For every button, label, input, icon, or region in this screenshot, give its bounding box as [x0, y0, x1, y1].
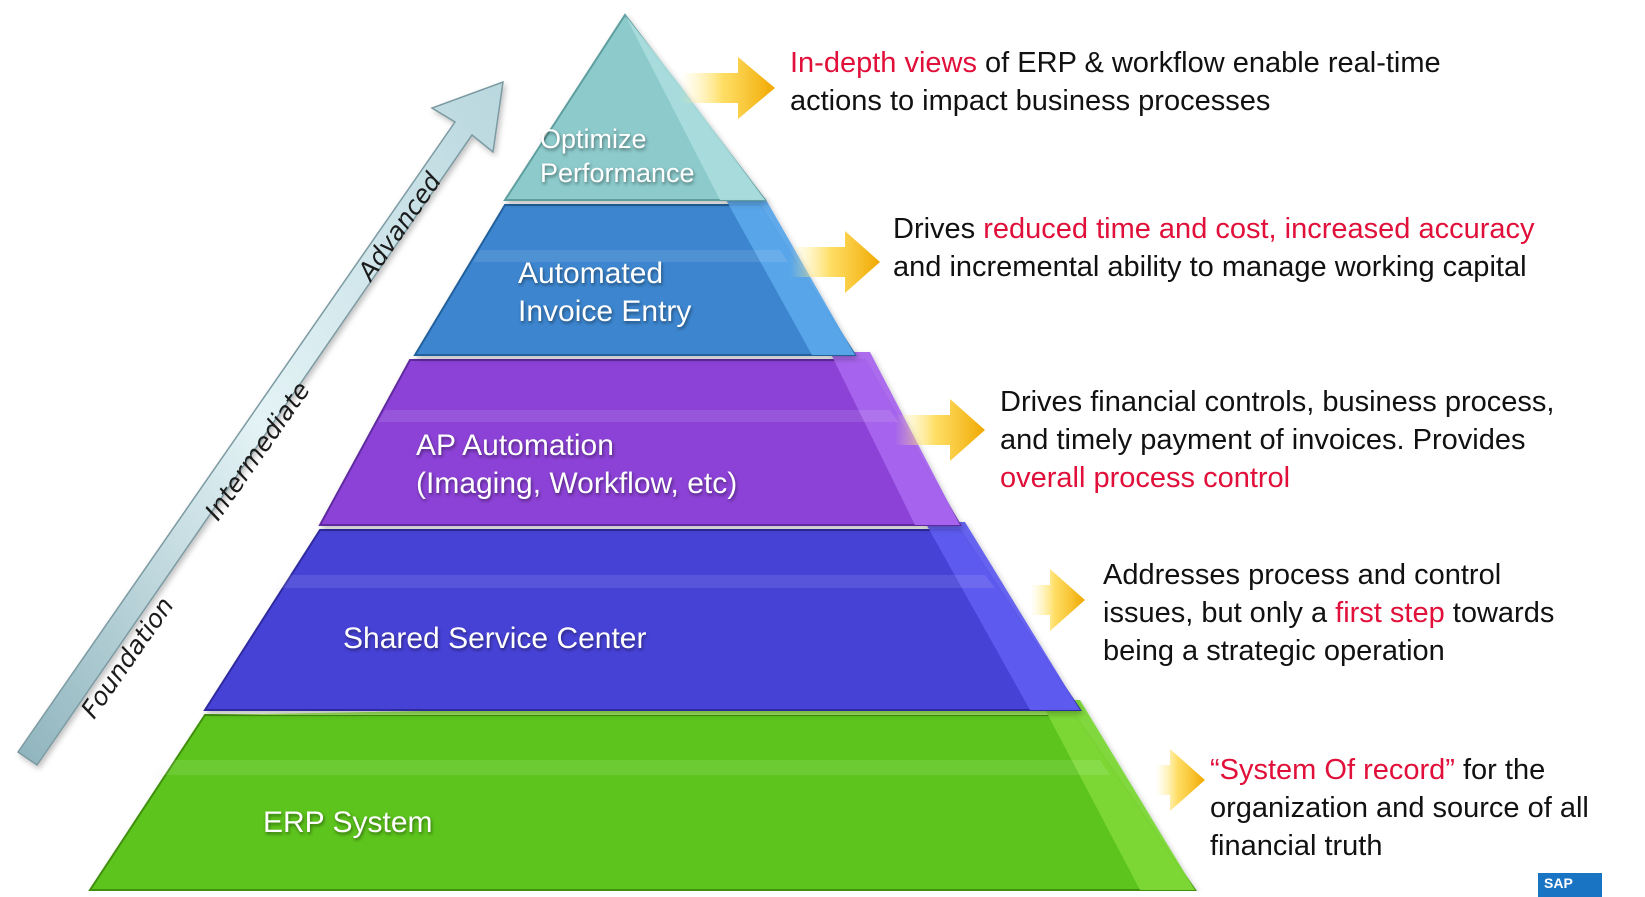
highlight-text: In-depth views: [790, 47, 977, 79]
sap-logo: SAP: [1538, 873, 1602, 897]
stage-label-advanced: Advanced: [351, 167, 447, 287]
description-text: and timely payment of invoices. Provides: [1000, 424, 1526, 456]
tier-label-line: Invoice Entry: [518, 295, 692, 328]
description-line: Drives financial controls, business proc…: [1000, 383, 1554, 421]
description-text: actions to impact business processes: [790, 85, 1271, 117]
description-text: of ERP & workflow enable real-time: [977, 47, 1441, 79]
tier-shared-service-center: [203, 522, 1082, 711]
tier-label-line: Optimize: [540, 124, 647, 154]
description-text: for the: [1454, 754, 1546, 786]
tier-label-ap-automation: AP Automation (Imaging, Workflow, etc): [416, 427, 737, 503]
tier-label-line: ERP System: [263, 806, 433, 839]
tier-label-line: (Imaging, Workflow, etc): [416, 467, 738, 500]
description-text: Drives: [893, 213, 984, 245]
tier-label-shared-service-center: Shared Service Center: [343, 620, 647, 658]
tier-label-automated-invoice-entry: Automated Invoice Entry: [518, 255, 691, 331]
tier-erp-system: [88, 700, 1197, 891]
description-line: Addresses process and control: [1103, 556, 1554, 594]
description-line: and incremental ability to manage workin…: [893, 248, 1535, 286]
highlight-text: reduced time and cost, increased accurac…: [983, 213, 1535, 245]
description-optimize-performance: In-depth views of ERP & workflow enable …: [790, 44, 1441, 120]
description-line: In-depth views of ERP & workflow enable …: [790, 44, 1441, 82]
stage-label-intermediate: Intermediate: [199, 376, 316, 525]
description-text: Addresses process and control: [1103, 559, 1502, 591]
description-line: actions to impact business processes: [790, 82, 1441, 120]
progression-arrow-shape: [16, 80, 504, 767]
callout-arrow-ap-automation: [895, 399, 985, 461]
callout-arrow-erp-system: [1155, 749, 1205, 811]
description-automated-invoice-entry: Drives reduced time and cost, increased …: [893, 210, 1535, 286]
description-line: “System Of record” for the: [1210, 751, 1589, 789]
description-text: being a strategic operation: [1103, 635, 1445, 667]
description-text: issues, but only a: [1103, 597, 1336, 629]
description-line: financial truth: [1210, 827, 1589, 865]
description-line: Drives reduced time and cost, increased …: [893, 210, 1535, 248]
description-text: organization and source of all: [1210, 792, 1589, 824]
description-ap-automation: Drives financial controls, business proc…: [1000, 383, 1554, 497]
description-text: and incremental ability to manage workin…: [893, 251, 1527, 283]
callout-arrow-automated-invoice-entry: [790, 231, 880, 293]
tier-optimize-performance: [503, 13, 768, 201]
callout-arrow-optimize-performance: [680, 57, 775, 119]
description-text: towards: [1444, 597, 1555, 629]
description-text: Drives financial controls, business proc…: [1000, 386, 1555, 418]
description-line: overall process control: [1000, 459, 1554, 497]
description-text: financial truth: [1210, 830, 1383, 862]
highlight-text: first step: [1335, 597, 1445, 629]
tier-label-line: AP Automation: [416, 429, 614, 462]
tier-label-line: Performance: [540, 158, 695, 188]
tier-label-line: Shared Service Center: [343, 622, 647, 655]
highlight-text: overall process control: [1000, 462, 1291, 494]
description-line: issues, but only a first step towards: [1103, 594, 1554, 632]
description-line: organization and source of all: [1210, 789, 1589, 827]
callout-arrow-shared-service-center: [1030, 569, 1085, 631]
highlight-text: “System Of record”: [1210, 754, 1455, 786]
tier-label-erp-system: ERP System: [263, 804, 433, 842]
tier-label-optimize-performance: Optimize Performance: [540, 122, 695, 190]
progression-arrow: [16, 80, 504, 767]
description-line: and timely payment of invoices. Provides: [1000, 421, 1554, 459]
description-line: being a strategic operation: [1103, 632, 1554, 670]
tier-label-line: Automated: [518, 257, 664, 290]
